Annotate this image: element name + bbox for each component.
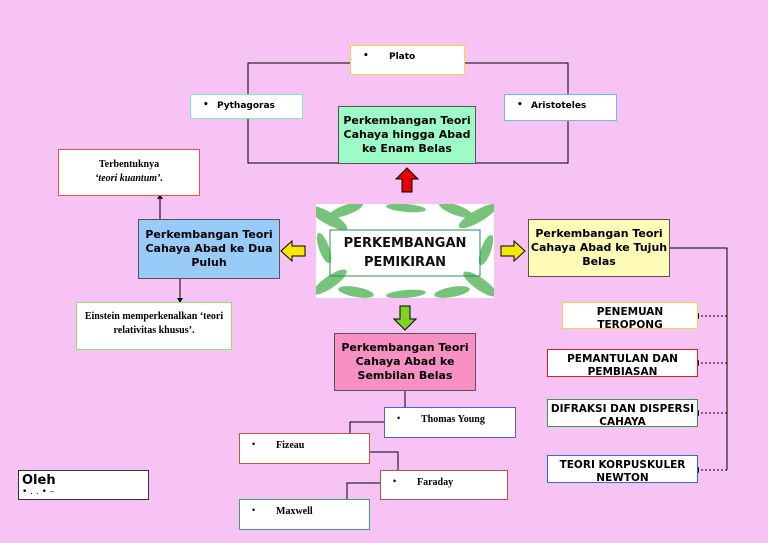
arrow-up-icon xyxy=(395,167,419,193)
leaf-decoration xyxy=(316,204,494,298)
node-maxwell: Maxwell xyxy=(239,499,370,530)
node-aristoteles: Aristoteles xyxy=(504,94,617,121)
node-pythagoras: Pythagoras xyxy=(190,94,303,119)
arrow-right-icon xyxy=(500,240,526,262)
node-thomas-young: Thomas Young xyxy=(384,407,516,438)
node-faraday: Faraday xyxy=(380,470,508,500)
faraday-label: Faraday xyxy=(381,471,507,488)
plato-label: Plato xyxy=(351,46,464,62)
arrow-down-icon xyxy=(393,305,417,331)
aristoteles-label: Aristoteles xyxy=(505,95,616,111)
center-title: PERKEMBANGAN PEMIKIRAN TENTANG xyxy=(343,236,467,270)
node-fizeau: Fizeau xyxy=(239,433,370,464)
arrow-left-icon xyxy=(280,240,306,262)
node-quantum-theory: Terbentuknya ‘teori kuantum’. xyxy=(58,149,200,196)
node-telescope: PENEMUAN TEROPONG xyxy=(562,302,698,329)
author-box: Oleh • . . • – xyxy=(18,470,149,500)
young-label: Thomas Young xyxy=(385,408,515,425)
fizeau-label: Fizeau xyxy=(240,434,369,451)
author-label: Oleh xyxy=(22,473,56,488)
pythagoras-label: Pythagoras xyxy=(191,95,302,111)
author-name: • . . • – xyxy=(22,487,55,497)
topic-twentieth-century: Perkembangan Teori Cahaya Abad ke Dua Pu… xyxy=(138,219,280,279)
maxwell-label: Maxwell xyxy=(240,500,369,517)
quantum-prefix: Terbentuknya xyxy=(98,159,160,170)
node-diffraction: DIFRAKSI DAN DISPERSI CAHAYA xyxy=(547,399,698,427)
node-reflection: PEMANTULAN DAN PEMBIASAN xyxy=(547,349,698,377)
einstein-text: Einstein memperkenalkan ‘teori relativit… xyxy=(84,311,224,336)
topic-seventeenth-century: Perkembangan Teori Cahaya Abad ke Tujuh … xyxy=(528,219,670,277)
center-node: PERKEMBANGAN PEMIKIRAN TENTANG xyxy=(316,204,494,298)
quantum-text: ‘teori kuantum’. xyxy=(95,173,163,184)
node-plato: Plato xyxy=(350,45,465,75)
topic-nineteenth-century: Perkembangan Teori Cahaya Abad ke Sembil… xyxy=(334,333,476,391)
node-corpuscular: TEORI KORPUSKULER NEWTON xyxy=(547,455,698,483)
topic-sixteenth-century: Perkembangan Teori Cahaya hingga Abad ke… xyxy=(338,106,476,164)
node-relativity: Einstein memperkenalkan ‘teori relativit… xyxy=(76,302,232,350)
